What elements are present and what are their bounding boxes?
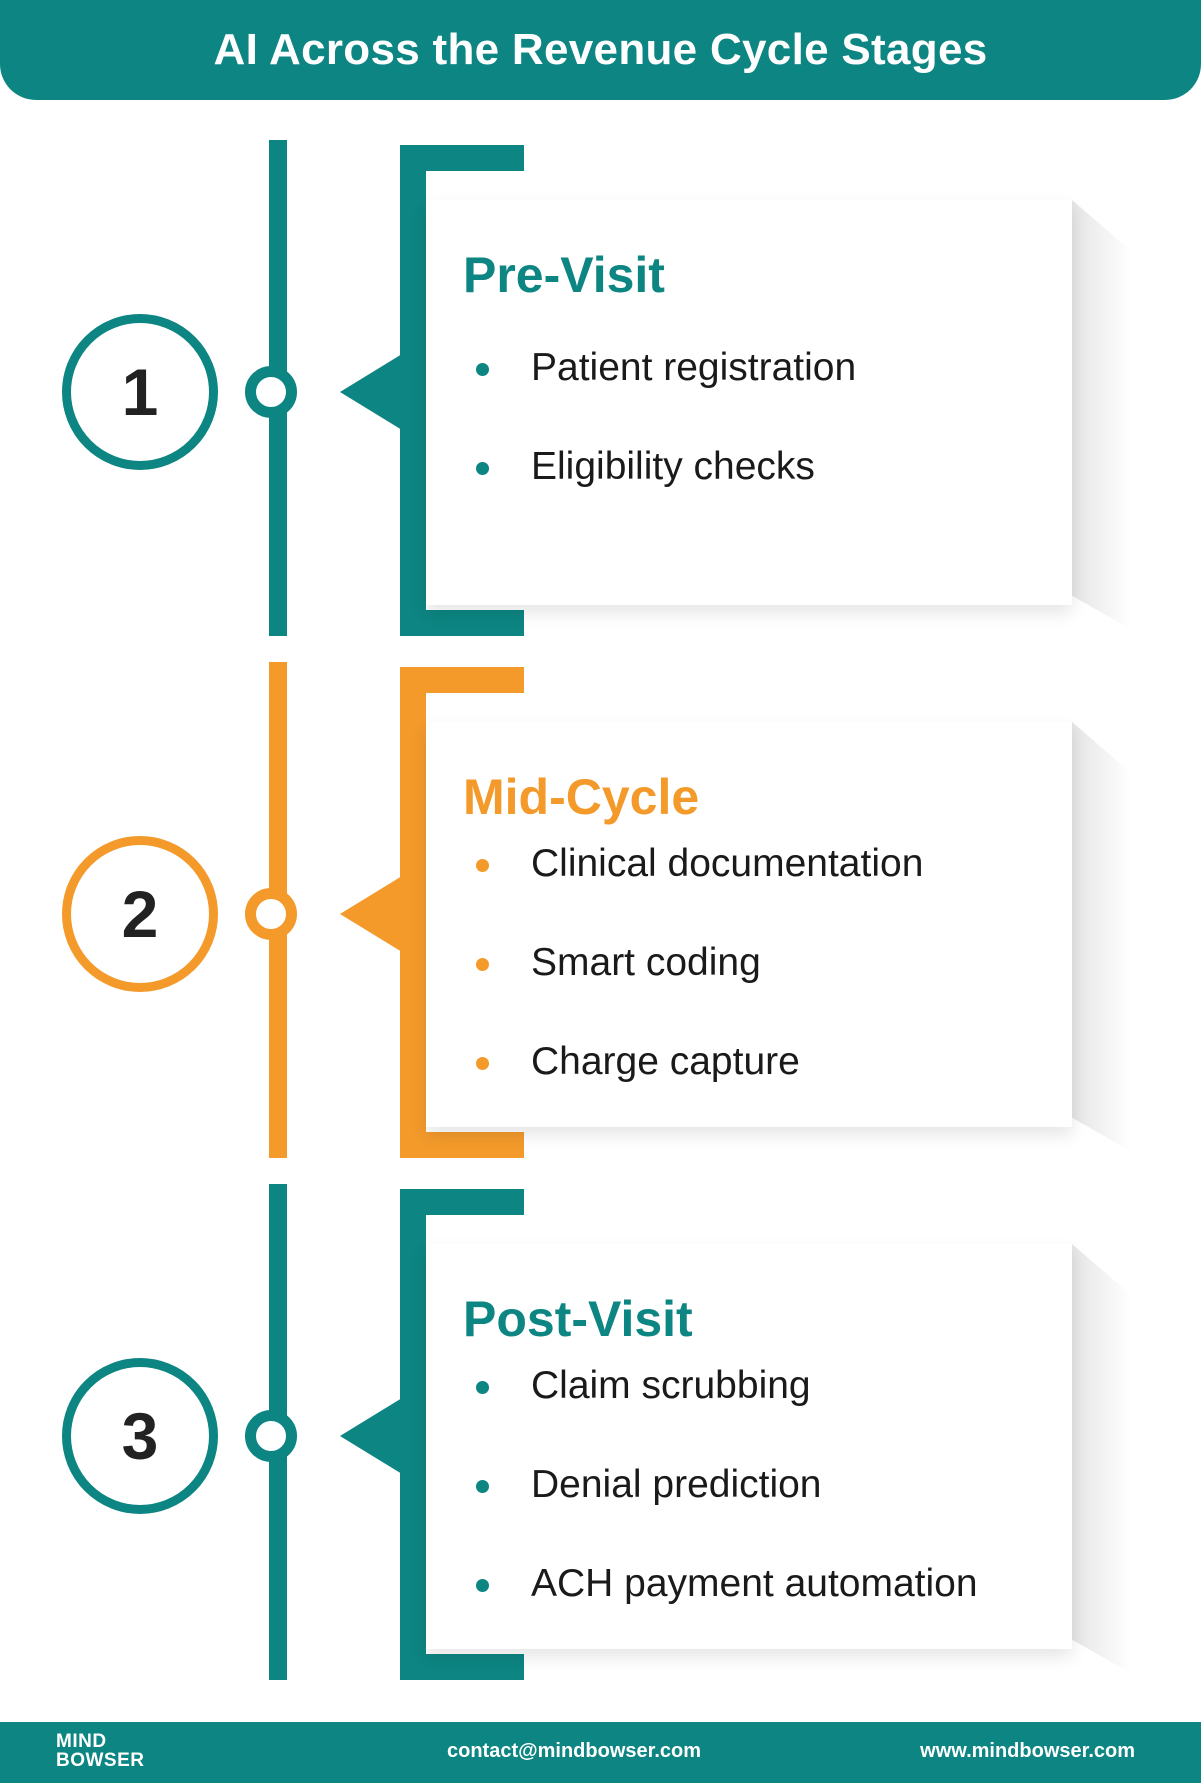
item-label: Patient registration <box>531 346 857 389</box>
mindbowser-logo[interactable]: MIND BOWSER <box>56 1732 145 1770</box>
stage-title: Mid-Cycle <box>463 769 700 825</box>
stage-mid-cycle: 2 Mid-Cycle Clinical documentation Smart… <box>0 662 1201 1162</box>
item-label: Clinical documentation <box>531 842 924 885</box>
timeline-node <box>245 366 297 418</box>
stage-number-badge: 3 <box>62 1358 218 1514</box>
list-item: Claim scrubbing <box>468 1366 978 1465</box>
list-item: Denial prediction <box>468 1465 978 1564</box>
stage-pre-visit: 1 Pre-Visit Patient registration Eligibi… <box>0 140 1201 640</box>
pointer-arrow <box>340 876 402 952</box>
stage-items: Claim scrubbing Denial prediction ACH pa… <box>468 1366 978 1663</box>
bullet-icon <box>476 1579 489 1592</box>
stage-card: Mid-Cycle Clinical documentation Smart c… <box>426 722 1072 1127</box>
item-label: ACH payment automation <box>531 1562 978 1605</box>
stage-number-badge: 1 <box>62 314 218 470</box>
footer-bar: MIND BOWSER contact@mindbowser.com www.m… <box>0 1722 1201 1783</box>
item-label: Denial prediction <box>531 1463 822 1506</box>
list-item: Patient registration <box>468 348 856 447</box>
list-item: Eligibility checks <box>468 447 856 546</box>
stage-post-visit: 3 Post-Visit Claim scrubbing Denial pred… <box>0 1184 1201 1684</box>
card-shadow <box>1072 722 1132 1152</box>
list-item: Clinical documentation <box>468 844 923 943</box>
page-title: AI Across the Revenue Cycle Stages <box>213 25 988 74</box>
bullet-icon <box>476 1057 489 1070</box>
stage-number: 3 <box>121 1399 159 1473</box>
bullet-icon <box>476 1381 489 1394</box>
stage-number: 1 <box>121 355 159 429</box>
timeline-node <box>245 888 297 940</box>
stage-items: Patient registration Eligibility checks <box>468 348 856 546</box>
item-label: Claim scrubbing <box>531 1364 811 1407</box>
contact-email-link[interactable]: contact@mindbowser.com <box>447 1740 701 1762</box>
card-shadow <box>1072 1244 1132 1674</box>
bullet-icon <box>476 462 489 475</box>
website-link[interactable]: www.mindbowser.com <box>920 1740 1135 1762</box>
logo-line-1: MIND <box>56 1731 107 1752</box>
list-item: Smart coding <box>468 943 923 1042</box>
card-bracket <box>400 667 524 1158</box>
stage-number-badge: 2 <box>62 836 218 992</box>
stage-card: Post-Visit Claim scrubbing Denial predic… <box>426 1244 1072 1649</box>
header-banner: AI Across the Revenue Cycle Stages <box>0 0 1201 100</box>
item-label: Eligibility checks <box>531 445 815 488</box>
stage-items: Clinical documentation Smart coding Char… <box>468 844 923 1141</box>
card-shadow <box>1072 200 1132 630</box>
bullet-icon <box>476 859 489 872</box>
item-label: Charge capture <box>531 1040 800 1083</box>
item-label: Smart coding <box>531 941 761 984</box>
card-bracket <box>400 1189 524 1680</box>
pointer-arrow <box>340 354 402 430</box>
stage-title: Post-Visit <box>463 1291 693 1347</box>
bullet-icon <box>476 958 489 971</box>
bullet-icon <box>476 363 489 376</box>
card-bracket <box>400 145 524 636</box>
list-item: Charge capture <box>468 1042 923 1141</box>
stage-title: Pre-Visit <box>463 247 665 303</box>
bullet-icon <box>476 1480 489 1493</box>
stage-card: Pre-Visit Patient registration Eligibili… <box>426 200 1072 605</box>
logo-line-2: BOWSER <box>56 1750 145 1771</box>
timeline-node <box>245 1410 297 1462</box>
stage-number: 2 <box>121 877 159 951</box>
list-item: ACH payment automation <box>468 1564 978 1663</box>
pointer-arrow <box>340 1398 402 1474</box>
